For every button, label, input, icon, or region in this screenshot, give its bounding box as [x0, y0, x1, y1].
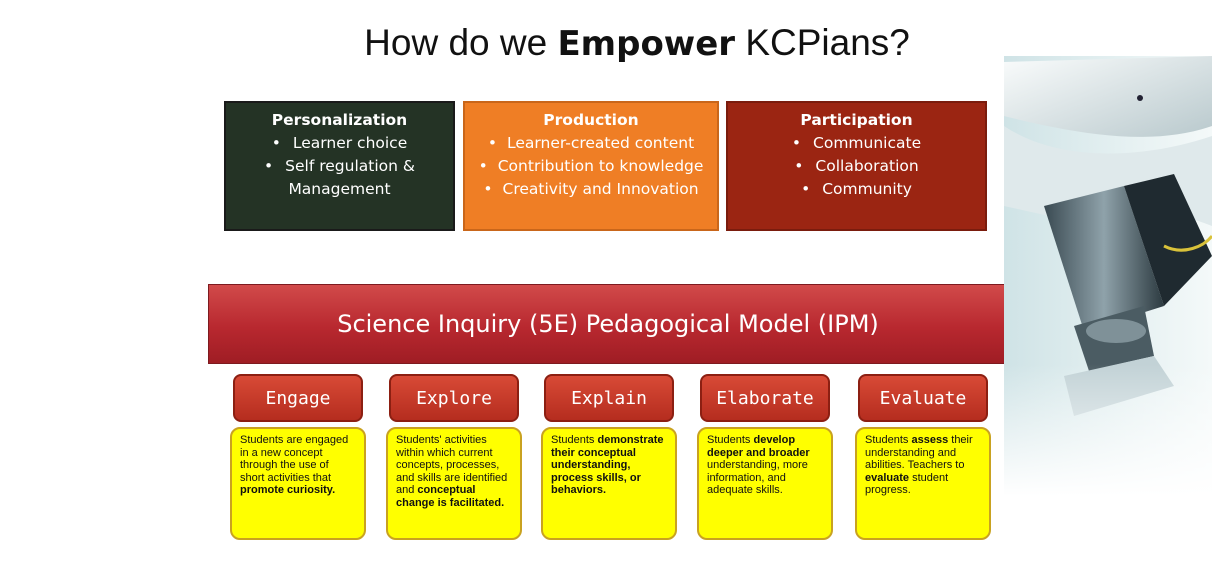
- production-list: Learner-created content Contribution to …: [465, 132, 717, 201]
- phase-label-explain: Explain: [544, 374, 674, 422]
- phase-desc-explain: Students demonstrate their conceptual un…: [541, 427, 677, 540]
- phase-desc-segment: their understanding and abilities. Teach…: [865, 434, 973, 471]
- phase-desc-segment: student progress.: [865, 471, 949, 497]
- title-emphasis: Empower: [557, 24, 736, 64]
- phase-desc-segment: Students' activities within which curren…: [396, 434, 508, 496]
- personalization-item: Learner choice: [226, 132, 453, 155]
- slide-title: How do we Empower KCPians?: [206, 22, 1068, 64]
- title-prefix: How do we: [364, 22, 558, 63]
- phase-desc-segment: evaluate: [865, 471, 910, 484]
- title-suffix: KCPians?: [735, 22, 910, 63]
- phase-label-explore: Explore: [389, 374, 519, 422]
- phase-desc-engage: Students are engaged in a new concept th…: [230, 427, 366, 540]
- personalization-heading: Personalization: [271, 111, 408, 129]
- phase-desc-segment: Students are engaged in a new concept th…: [240, 434, 349, 484]
- production-item: Contribution to knowledge: [465, 155, 717, 178]
- participation-list: Communicate Collaboration Community: [728, 132, 985, 201]
- personalization-box: Personalization Learner choice Self regu…: [224, 101, 455, 231]
- phase-desc-segment: promote curiosity.: [240, 484, 336, 496]
- microscope-photo: [1004, 56, 1212, 496]
- participation-heading: Participation: [800, 111, 913, 129]
- phase-desc-segment: Students: [707, 434, 754, 446]
- production-item: Creativity and Innovation: [465, 178, 717, 201]
- production-box: Production Learner-created content Contr…: [463, 101, 719, 231]
- phase-desc-segment: develop deeper and broader: [707, 434, 810, 459]
- phase-label-evaluate: Evaluate: [858, 374, 988, 422]
- phase-desc-explore: Students' activities within which curren…: [386, 427, 522, 540]
- production-heading: Production: [543, 111, 639, 129]
- phase-desc-segment: demonstrate their conceptual understandi…: [551, 434, 664, 496]
- ipm-banner: Science Inquiry (5E) Pedagogical Model (…: [208, 284, 1008, 364]
- microscope-illustration: [1004, 56, 1212, 496]
- personalization-list: Learner choice Self regulation & Managem…: [226, 132, 453, 201]
- phase-desc-segment: Students: [551, 434, 598, 446]
- phase-desc-elaborate: Students develop deeper and broader unde…: [697, 427, 833, 540]
- participation-box: Participation Communicate Collaboration …: [726, 101, 987, 231]
- phase-desc-segment: conceptual change is facilitated.: [396, 484, 505, 509]
- participation-item: Community: [728, 178, 985, 201]
- phase-desc-segment: assess: [911, 434, 949, 446]
- phase-label-elaborate: Elaborate: [700, 374, 830, 422]
- participation-item: Collaboration: [728, 155, 985, 178]
- phase-desc-segment: Students: [865, 434, 912, 446]
- personalization-item: Self regulation & Management: [226, 155, 453, 201]
- production-item: Learner-created content: [465, 132, 717, 155]
- participation-item: Communicate: [728, 132, 985, 155]
- phase-desc-segment: understanding, more information, and ade…: [707, 459, 808, 496]
- phase-desc-evaluate: Students assess their understanding and …: [855, 427, 991, 540]
- phase-label-engage: Engage: [233, 374, 363, 422]
